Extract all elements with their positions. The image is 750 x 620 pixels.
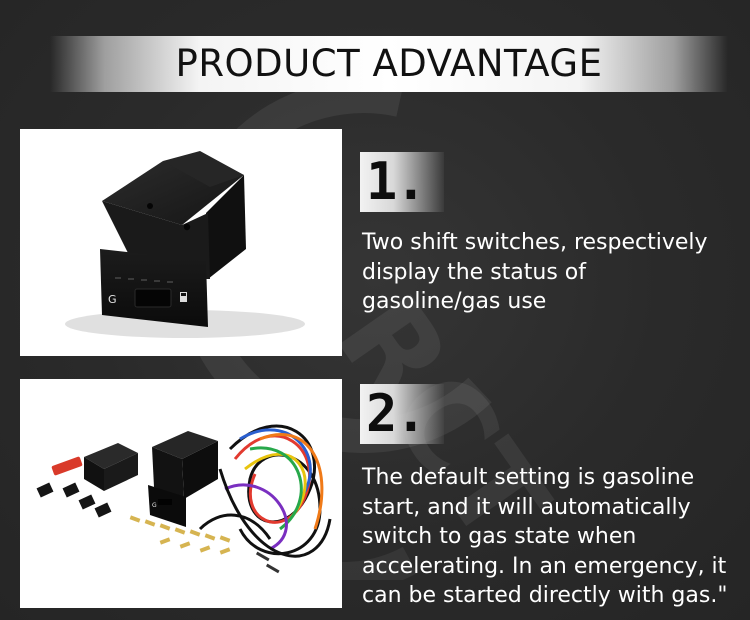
feature-1-number-block: 1. xyxy=(360,152,444,212)
feature-2-line: accelerating. In an emergency, it xyxy=(362,553,727,579)
feature-2-line: start, and it will automatically xyxy=(362,494,691,520)
feature-2-description: The default setting is gasoline start, a… xyxy=(362,463,732,611)
wiring-harness-kit-photo-icon: G xyxy=(36,424,332,574)
switch-letter-g: G xyxy=(108,293,117,306)
switch-box-photo-icon: G xyxy=(65,151,305,338)
title-banner: PRODUCT ADVANTAGE xyxy=(50,36,728,92)
feature-1-number: 1. xyxy=(366,152,427,212)
feature-1-description: Two shift switches, respectively display… xyxy=(362,228,732,317)
feature-2-line: can be started directly with gas." xyxy=(362,583,728,608)
feature-2-number: 2. xyxy=(366,384,427,444)
feature-1-line: gasoline/gas use xyxy=(362,289,547,314)
feature-1-line: display the status of xyxy=(362,259,587,285)
feature-2-photo: G xyxy=(20,379,342,608)
feature-2-line: switch to gas state when xyxy=(362,524,637,549)
feature-1-line: Two shift switches, respectively xyxy=(362,230,708,255)
feature-2-line: The default setting is gasoline xyxy=(362,465,695,490)
page-title: PRODUCT ADVANTAGE xyxy=(175,42,603,85)
feature-2-number-block: 2. xyxy=(360,384,444,444)
feature-1-photo: G xyxy=(20,129,342,356)
kit-switch-letter-g: G xyxy=(152,502,157,509)
